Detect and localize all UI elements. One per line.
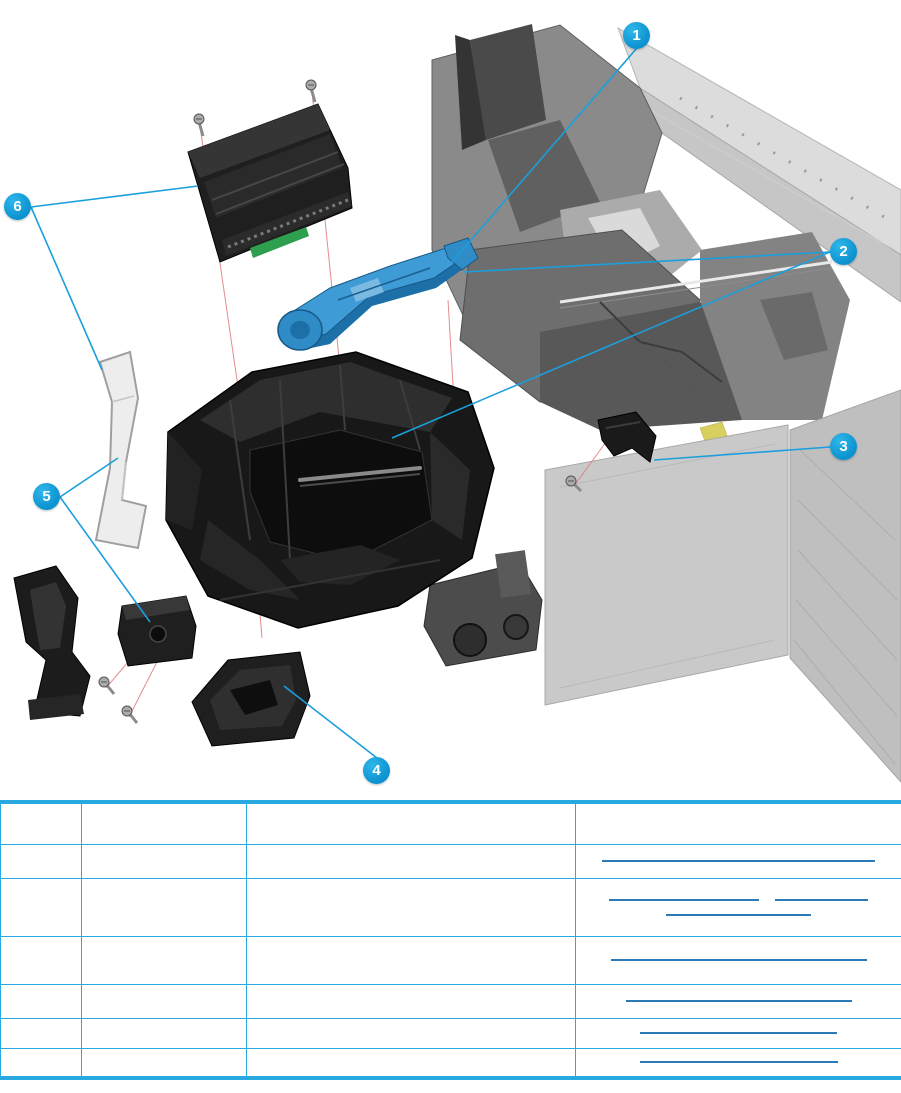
- table-cell: [246, 843, 576, 879]
- part-link[interactable]: [602, 860, 875, 862]
- part-link[interactable]: [775, 898, 868, 901]
- callout-badge-5: 5: [33, 483, 60, 510]
- table-cell: [0, 983, 82, 1019]
- table-cell: [246, 1047, 576, 1079]
- table-header-cell: [575, 801, 901, 845]
- table-cell: [575, 1017, 901, 1049]
- parts-table: [0, 800, 901, 1080]
- table-header-row: [0, 801, 901, 845]
- small-bracket: [597, 411, 657, 463]
- cable-cover-part: [187, 103, 353, 263]
- printer-caster: [423, 550, 543, 667]
- part-link[interactable]: [610, 959, 867, 961]
- cutter-block-part: [117, 595, 197, 667]
- part-link[interactable]: [640, 1032, 837, 1034]
- holder-part: [191, 651, 311, 747]
- table-cell: [575, 1047, 901, 1079]
- table-cell: [575, 935, 901, 985]
- table-cell: [0, 935, 82, 985]
- table-cell: [575, 843, 901, 879]
- screw-icon: [193, 113, 205, 137]
- printer-body: [423, 24, 901, 783]
- metal-bracket: [94, 350, 148, 550]
- callout-badge-3: 3: [830, 433, 857, 460]
- table-header-cell: [0, 801, 82, 845]
- table-row: [0, 935, 901, 985]
- callout-badge-1: 1: [623, 22, 650, 49]
- table-cell: [246, 983, 576, 1019]
- table-cell: [81, 843, 247, 879]
- table-cell: [0, 1017, 82, 1049]
- callout-badge-6: 6: [4, 193, 31, 220]
- part-link[interactable]: [666, 913, 811, 916]
- callout-badge-4: 4: [363, 757, 390, 784]
- table-cell: [81, 1047, 247, 1079]
- table-row: [0, 983, 901, 1019]
- table-header-cell: [246, 801, 576, 845]
- screw-icon: [565, 475, 583, 493]
- table-cell: [0, 843, 82, 879]
- screw-icon: [121, 705, 139, 724]
- table-cell: [81, 877, 247, 937]
- table-header-cell: [81, 801, 247, 845]
- callout-leader-lines: [30, 47, 831, 759]
- table-cell: [0, 877, 82, 937]
- table-row: [0, 1047, 901, 1079]
- carriage-latch-handle-blue-part: [277, 237, 479, 351]
- table-row: [0, 1017, 901, 1049]
- table-cell: [81, 983, 247, 1019]
- part-link[interactable]: [625, 1000, 852, 1002]
- table-cell: [81, 1017, 247, 1049]
- table-cell: [246, 935, 576, 985]
- callout-badge-2: 2: [830, 238, 857, 265]
- left-cover-part: [13, 565, 91, 720]
- part-link[interactable]: [609, 898, 759, 901]
- table-cell: [246, 1017, 576, 1049]
- table-cell: [575, 877, 901, 937]
- table-cell: [0, 1047, 82, 1079]
- screw-icon: [305, 79, 317, 103]
- carriage-assembly: [165, 351, 495, 629]
- green-contact-strip: [250, 227, 309, 258]
- table-cell: [575, 983, 901, 1019]
- part-link[interactable]: [639, 1061, 838, 1064]
- table-cell: [81, 935, 247, 985]
- table-cell: [246, 877, 576, 937]
- screw-icon: [98, 676, 116, 695]
- table-row: [0, 843, 901, 879]
- exploded-diagram: [13, 24, 901, 783]
- table-row: [0, 877, 901, 937]
